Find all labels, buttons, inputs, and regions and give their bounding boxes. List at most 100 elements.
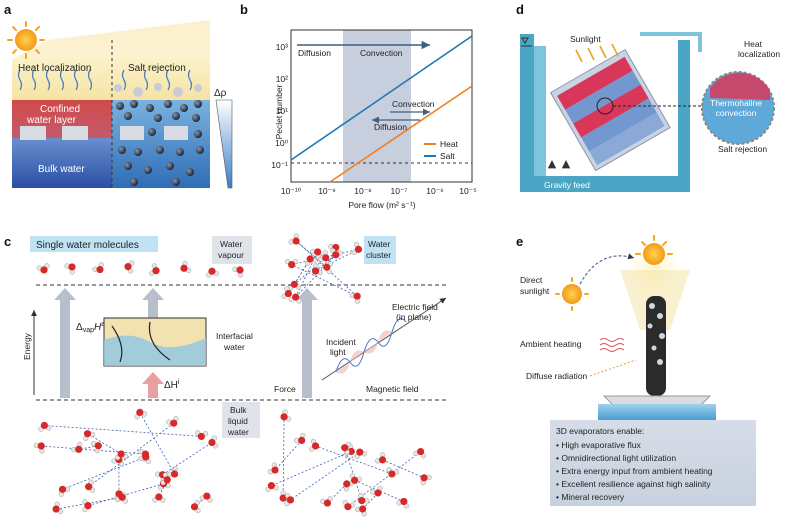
- water-molecule: [294, 432, 306, 445]
- delta-rho-label: Δρ: [214, 88, 227, 99]
- dh-i-arrow: [142, 372, 164, 398]
- water-molecule: [33, 442, 45, 454]
- light-beam: [12, 20, 210, 60]
- magnetic-label: Magnetic field: [366, 384, 419, 394]
- water-molecule: [134, 408, 148, 420]
- legend-heat-label: Heat: [440, 139, 459, 149]
- x-tick: 10⁻⁶: [426, 186, 443, 196]
- panel-label-b: b: [240, 2, 248, 17]
- panel-c: c Single water molecules Water vapour Wa…: [4, 233, 448, 517]
- gravity-feed-label: Gravity feed: [544, 180, 590, 190]
- vap-aw-arrow: [54, 288, 76, 398]
- panel-label-d: d: [516, 2, 524, 17]
- y-tick: 10⁰: [275, 138, 288, 148]
- water-molecule: [341, 441, 352, 455]
- hydrogen-bond: [282, 416, 285, 499]
- hydrogen-bond: [344, 447, 363, 501]
- water-molecule: [190, 500, 201, 514]
- water-molecule: [115, 493, 128, 504]
- water-vapour-label-2: vapour: [218, 250, 244, 260]
- tank-walls: [520, 34, 690, 192]
- water-molecule: [413, 447, 427, 459]
- interfacial-label-1: Interfacial: [216, 331, 253, 341]
- water-molecule: [166, 466, 179, 478]
- water-molecule: [38, 421, 52, 432]
- y-axis-label: Peclet number: [274, 84, 284, 139]
- water-molecule: [124, 260, 135, 274]
- legend-salt-label: Salt: [440, 151, 455, 161]
- convection-mid-label: Convection: [392, 99, 435, 109]
- salt-line: [290, 35, 473, 161]
- water-molecule: [320, 496, 333, 507]
- hydrogen-bond: [290, 451, 361, 501]
- sun-top-icon: [635, 235, 673, 265]
- pore-wall-2: [62, 126, 88, 140]
- water-molecule: [265, 482, 279, 493]
- water-cluster-box: [364, 236, 396, 264]
- energy-label: Energy: [22, 332, 32, 360]
- water-molecule: [206, 267, 220, 278]
- transition-band: [343, 30, 411, 182]
- interfacial-water-layer: [104, 335, 206, 366]
- bulk-water: [12, 138, 112, 188]
- hydrogen-bond: [291, 248, 359, 266]
- incident-label-1: Incident: [326, 337, 356, 347]
- water-molecule: [323, 261, 334, 275]
- water-layer-3: [589, 112, 665, 166]
- x-tick: 10⁻¹⁰: [281, 186, 302, 196]
- y-tick: 10¹: [276, 106, 288, 116]
- absorber-top: [557, 56, 633, 110]
- benefit-item: • High evaporative flux: [556, 440, 641, 450]
- direct-sunlight-label-1: Direct: [520, 275, 543, 285]
- hydrogen-bond: [288, 258, 311, 294]
- water-molecule: [351, 242, 363, 255]
- water-molecule: [281, 286, 292, 299]
- sunlight-label: Sunlight: [570, 34, 601, 44]
- water-level-icon: [521, 37, 529, 44]
- hydrogen-bond: [162, 442, 213, 476]
- water-molecule: [349, 473, 363, 484]
- water-layer-2: [581, 98, 657, 152]
- panel-label-a: a: [4, 2, 12, 17]
- panel-label-e: e: [516, 234, 523, 249]
- panel-d: d Sunlight Thermohaline convection Heat …: [516, 2, 780, 192]
- water-molecule: [311, 263, 323, 276]
- hydrogen-bond: [347, 451, 421, 508]
- hydrogen-bond: [62, 456, 146, 490]
- thermohaline-label-1: Thermohaline: [710, 98, 762, 108]
- ambient-heating-label: Ambient heating: [520, 339, 582, 349]
- water-molecule: [354, 448, 368, 460]
- water-molecule: [58, 485, 71, 497]
- water-molecule: [166, 416, 179, 427]
- diffuse-radiation-label: Diffuse radiation: [526, 371, 588, 381]
- zoom-absorber: [710, 72, 770, 100]
- water-molecule: [349, 292, 361, 304]
- water-molecule: [267, 462, 279, 475]
- single-water-label: Single water molecules: [36, 240, 139, 251]
- water-molecule: [288, 280, 302, 291]
- water-molecule: [85, 479, 95, 493]
- force-arrow: [296, 288, 318, 398]
- hydrogen-bond: [41, 445, 146, 455]
- water-molecule: [386, 467, 400, 478]
- diffusion-mid-label: Diffusion: [374, 122, 407, 132]
- water-cluster-label-1: Water: [368, 239, 391, 249]
- x-tick: 10⁻⁷: [390, 186, 407, 196]
- benefits-title: 3D evaporators enable:: [556, 426, 644, 436]
- saline-pool: [598, 404, 716, 420]
- water-molecule: [309, 438, 320, 452]
- water-molecule: [195, 430, 209, 441]
- water-molecule: [355, 505, 367, 517]
- water-molecule: [138, 453, 151, 464]
- heat-localization-label: Heat localization: [18, 63, 91, 74]
- sun-path: [579, 253, 635, 285]
- convection-top-label: Convection: [360, 48, 403, 58]
- x-tick: 10⁻⁹: [318, 186, 336, 196]
- electric-label-2: (in plane): [396, 312, 432, 322]
- hydrogen-bond: [87, 483, 164, 507]
- heat-waves: [599, 338, 625, 352]
- y-tick: 10³: [276, 42, 288, 52]
- water-molecule: [280, 409, 292, 422]
- heat-loc-label-1: Heat: [744, 39, 763, 49]
- single-water-box: [30, 236, 158, 252]
